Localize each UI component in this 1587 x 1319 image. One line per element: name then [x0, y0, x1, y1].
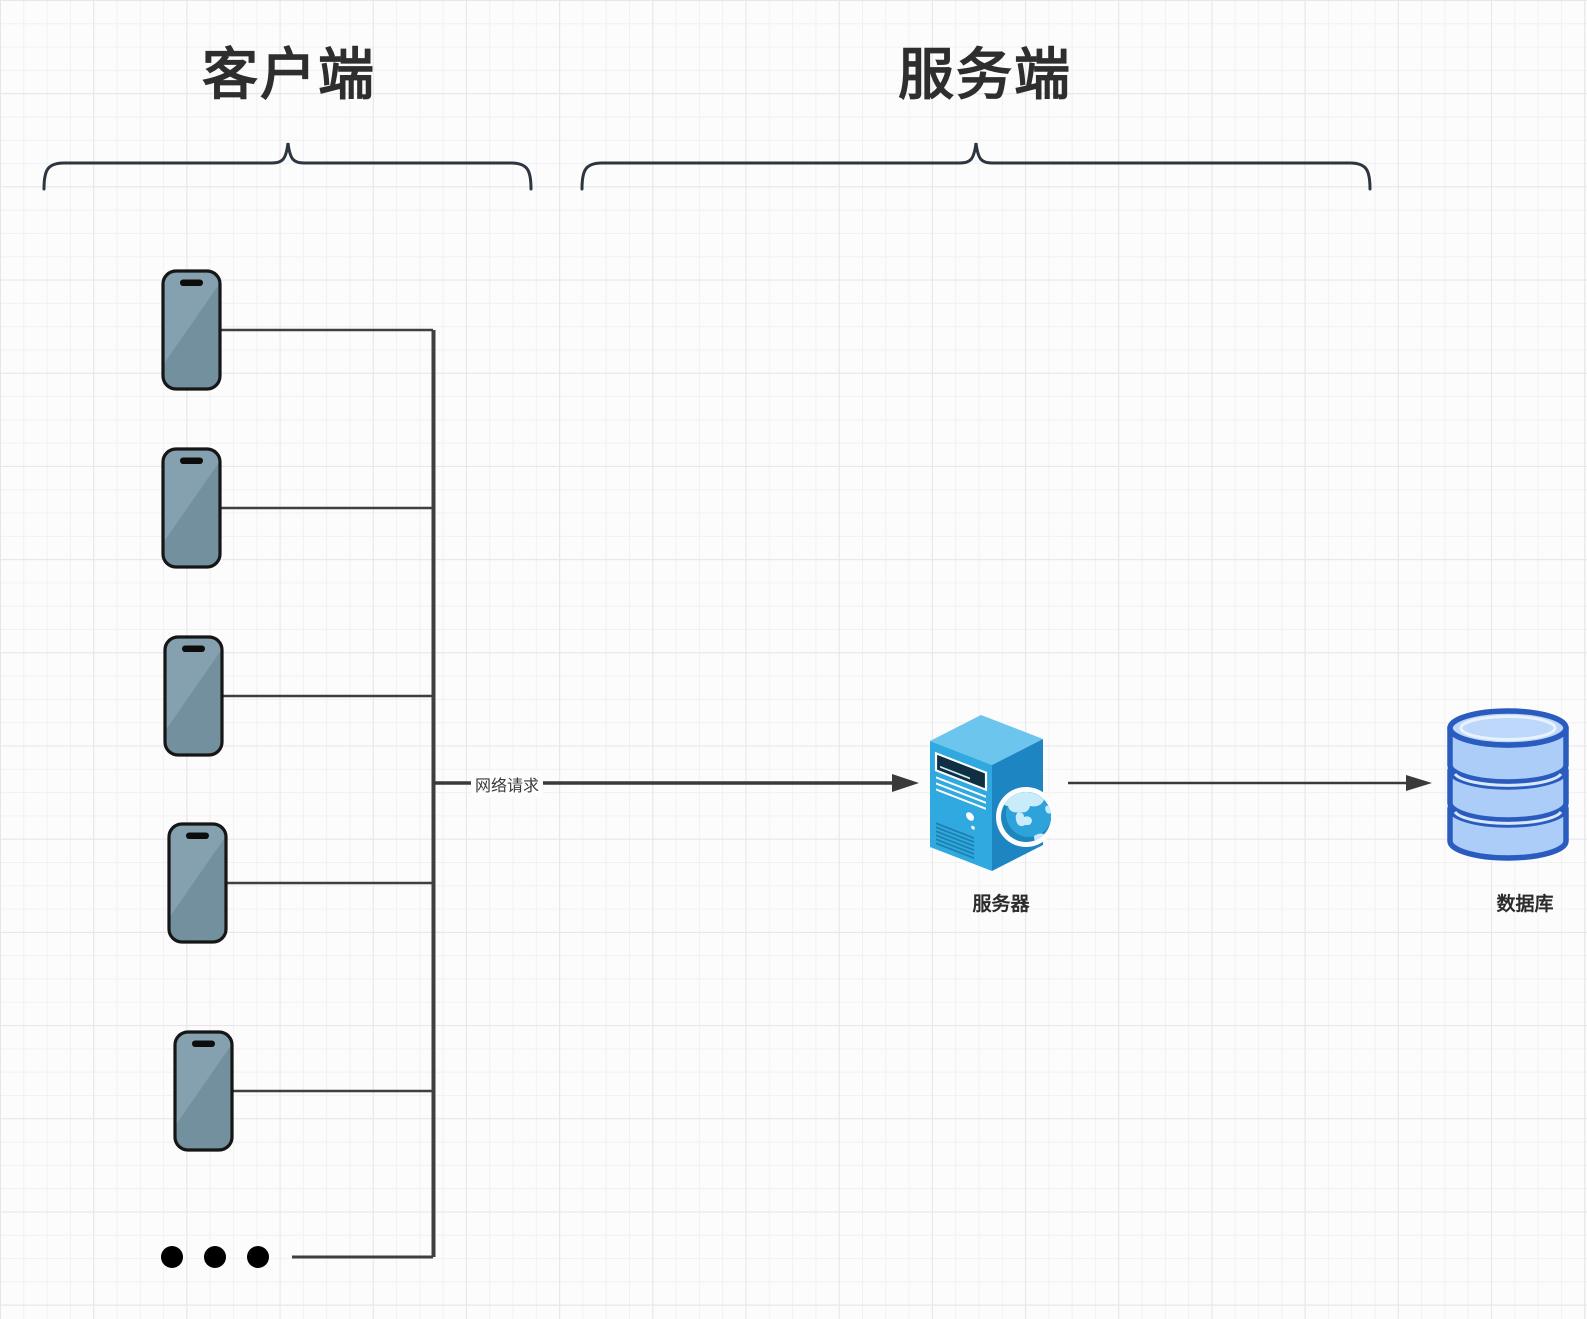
server-section-title: 服务端 — [898, 43, 1072, 106]
server-section-brace — [580, 142, 1372, 191]
server-tower-icon — [930, 715, 1056, 871]
phone-icon — [163, 271, 220, 389]
phone-icon — [165, 637, 222, 755]
client-connector-lines — [218, 328, 436, 1259]
client-section-brace — [42, 142, 533, 191]
globe-icon — [996, 787, 1056, 847]
arrowhead — [892, 774, 919, 792]
client-section-title: 客户端 — [202, 43, 376, 106]
phone-icon — [175, 1032, 232, 1150]
phone-icon — [169, 824, 226, 942]
ellipsis-dots — [161, 1246, 269, 1268]
network-request-label: 网络请求 — [470, 771, 544, 797]
database-node-label: 数据库 — [1496, 894, 1554, 915]
arrowhead — [1406, 775, 1432, 791]
database-cylinder-icon — [1447, 708, 1569, 861]
server-to-database-arrow — [1068, 775, 1432, 791]
server-node-label: 服务器 — [972, 894, 1030, 915]
phone-icon — [163, 449, 220, 567]
